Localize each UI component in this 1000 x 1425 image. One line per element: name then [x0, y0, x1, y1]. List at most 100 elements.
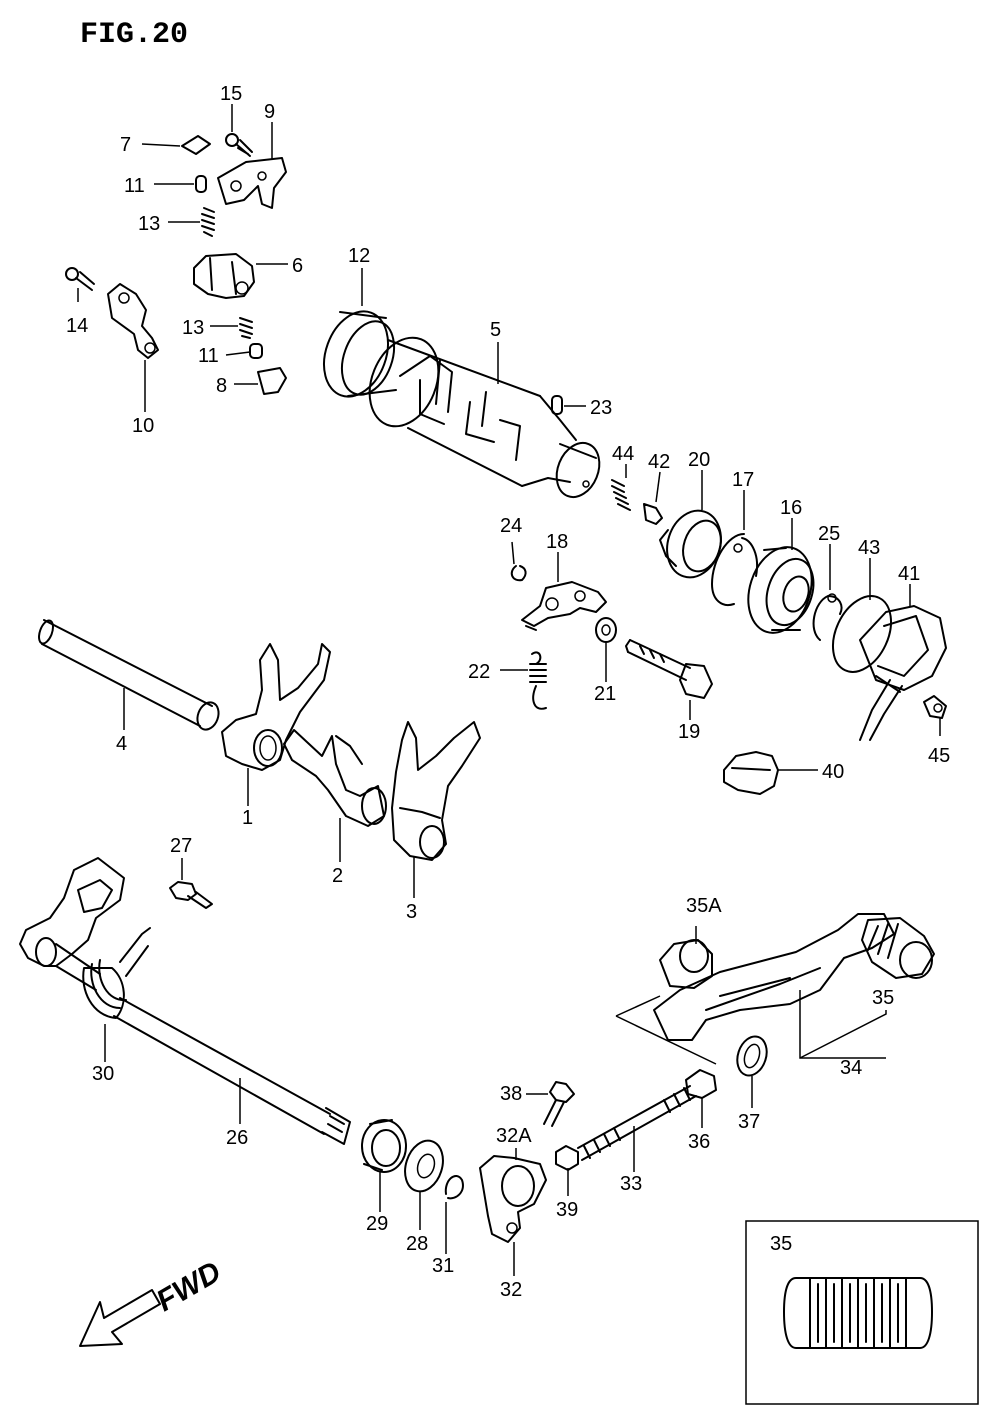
- part-41-sensor: [859, 605, 947, 741]
- callout-13a: 13: [138, 213, 160, 235]
- callout-labels: 7 15 9 11 13 6 12 14 13 11 8 10 5 23 44 …: [66, 83, 950, 1301]
- callout-16: 16: [780, 497, 802, 519]
- callout-27: 27: [170, 835, 192, 857]
- part-4-fork-shaft: [38, 619, 220, 731]
- callout-44: 44: [612, 443, 634, 465]
- callout-43: 43: [858, 537, 880, 559]
- callout-12: 12: [348, 245, 370, 267]
- part-37-washer: [736, 1035, 768, 1077]
- callout-25: 25: [818, 523, 840, 545]
- part-12-bearing: [323, 310, 397, 398]
- callout-21: 21: [594, 683, 616, 705]
- callout-39: 39: [556, 1199, 578, 1221]
- callout-23: 23: [590, 397, 612, 419]
- callout-32: 32: [500, 1279, 522, 1301]
- part-17-circlip: [711, 533, 758, 606]
- part-15-screw: [225, 133, 253, 157]
- callout-2: 2: [332, 865, 343, 887]
- callout-29: 29: [366, 1213, 388, 1235]
- part-13-spring-b: [239, 317, 253, 339]
- figure-title: FIG.20: [80, 18, 188, 52]
- part-29-oil-seal: [361, 1119, 407, 1173]
- part-20-cam: [659, 509, 722, 579]
- part-3-shift-fork: [391, 721, 481, 861]
- part-24-clip: [510, 565, 527, 582]
- part-16-bearing: [747, 546, 815, 634]
- part-36-nut: [685, 1069, 717, 1099]
- callout-13b: 13: [182, 317, 204, 339]
- part-38-bolt: [543, 1081, 575, 1127]
- part-8-stopper-plate: [257, 367, 287, 395]
- callout-20: 20: [688, 449, 710, 471]
- part-30-return-spring: [82, 927, 151, 1019]
- callout-9: 9: [264, 101, 275, 123]
- callout-11b: 11: [198, 345, 219, 367]
- part-19-bolt: [625, 639, 713, 699]
- part-11-pin-a: [195, 175, 207, 193]
- part-39-nut: [555, 1145, 579, 1171]
- callout-15: 15: [220, 83, 242, 105]
- callout-37: 37: [738, 1111, 760, 1133]
- callout-36: 36: [688, 1131, 710, 1153]
- callout-28: 28: [406, 1233, 428, 1255]
- part-42-pin: [643, 503, 663, 525]
- part-26-gearshift-shaft: [19, 857, 351, 1145]
- part-44-spring: [611, 479, 631, 511]
- part-1-shift-fork: [221, 643, 331, 771]
- callout-40: 40: [822, 761, 844, 783]
- callout-26: 26: [226, 1127, 248, 1149]
- part-6-cam-stopper: [193, 253, 255, 299]
- callout-8: 8: [216, 375, 227, 397]
- part-13-spring-a: [201, 207, 215, 237]
- callout-41: 41: [898, 563, 920, 585]
- part-32-gearshift-arm: [479, 1155, 547, 1243]
- part-21-washer: [595, 617, 617, 643]
- part-27-pin: [169, 881, 213, 909]
- callout-10: 10: [132, 415, 154, 437]
- inset-footpeg-rubber: [783, 1277, 933, 1349]
- part-23-pin: [551, 395, 563, 415]
- part-9-plate: [217, 157, 287, 209]
- callout-24: 24: [500, 515, 522, 537]
- part-18-arm: [521, 581, 607, 631]
- callout-45: 45: [928, 745, 950, 767]
- fwd-label: FWD: [151, 1255, 227, 1318]
- callout-4: 4: [116, 733, 127, 755]
- callout-34: 34: [840, 1057, 862, 1079]
- part-40-grommet: [723, 751, 779, 795]
- part-43-o-ring: [831, 595, 893, 673]
- callout-14: 14: [66, 315, 88, 337]
- callout-31: 31: [432, 1255, 454, 1277]
- part-2-shift-fork: [283, 729, 387, 827]
- inset-box: [745, 1220, 979, 1405]
- callout-35a: 35A: [686, 895, 722, 917]
- callout-17: 17: [732, 469, 754, 491]
- callout-38: 38: [500, 1083, 522, 1105]
- callout-3: 3: [406, 901, 417, 923]
- part-45-screw: [923, 695, 947, 719]
- part-22-spring: [529, 651, 547, 710]
- callout-42: 42: [648, 451, 670, 473]
- callout-11a: 11: [124, 175, 145, 197]
- part-28-washer: [404, 1139, 444, 1193]
- inset-label: 35: [770, 1233, 792, 1255]
- callout-5: 5: [490, 319, 501, 341]
- part-5-shift-drum: [368, 336, 601, 499]
- part-25-circlip: [812, 593, 843, 641]
- callout-6: 6: [292, 255, 303, 277]
- callout-30: 30: [92, 1063, 114, 1085]
- callout-7: 7: [120, 134, 131, 156]
- part-33-tie-rod: [577, 1085, 697, 1161]
- part-34-gearshift-lever: [653, 913, 895, 1041]
- part-14-screw: [65, 267, 95, 291]
- callout-19: 19: [678, 721, 700, 743]
- callout-1: 1: [242, 807, 253, 829]
- part-7-stopper-plate: [181, 135, 211, 155]
- part-31-circlip: [444, 1175, 464, 1200]
- forward-arrow: [79, 1289, 161, 1347]
- part-10-plate: [107, 283, 159, 359]
- part-35-footpeg-rubber: [861, 917, 935, 979]
- callout-33: 33: [620, 1173, 642, 1195]
